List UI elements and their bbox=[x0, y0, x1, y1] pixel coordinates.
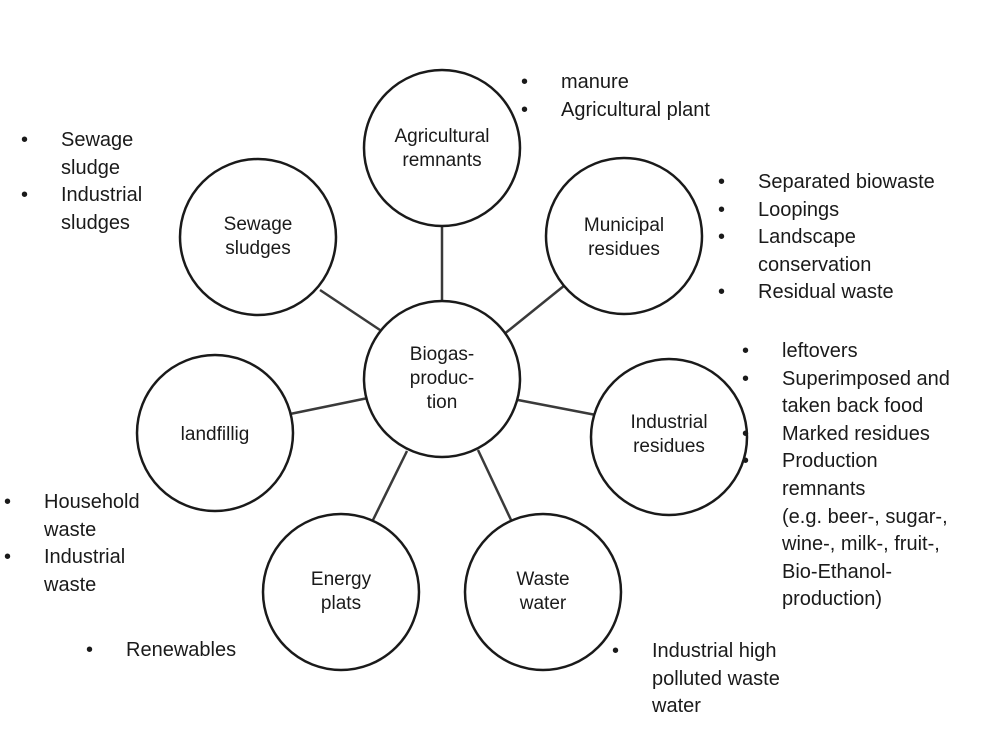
list-item-text: taken back food bbox=[782, 395, 924, 418]
list-item-text: Loopings bbox=[758, 198, 840, 221]
list-item-text: polluted waste bbox=[652, 667, 780, 690]
list-landfill: Household waste Industrial waste bbox=[4, 489, 140, 599]
list-wastewater: Industrial high polluted waste water bbox=[612, 638, 780, 721]
node-energy-line: plats bbox=[320, 593, 362, 614]
list-item-text: Industrial bbox=[44, 546, 126, 569]
node-landfill-line: landfillig bbox=[180, 424, 250, 445]
list-item-text: Superimposed and bbox=[782, 367, 950, 390]
node-agricultural-label: Agricultural remnants bbox=[394, 125, 489, 173]
list-item: Residual waste bbox=[718, 279, 935, 307]
list-item-text: Industrial high bbox=[652, 640, 777, 662]
node-energy-circle bbox=[261, 512, 421, 672]
list-item-text: Production bbox=[782, 450, 878, 473]
node-center-line: produc- bbox=[409, 368, 475, 389]
node-center-line: tion bbox=[426, 392, 458, 413]
node-landfill-circle bbox=[135, 353, 295, 513]
connector-sewage bbox=[319, 288, 381, 332]
list-item: Industrial waste bbox=[4, 544, 140, 599]
list-agricultural: manure Agricultural plant bbox=[521, 69, 710, 124]
node-energy-label: Energy plats bbox=[311, 568, 371, 616]
node-sewage-line: Sewage bbox=[223, 214, 293, 235]
list-item-text: Sewage bbox=[61, 129, 134, 151]
list-item-text: (e.g. beer-, sugar-, bbox=[782, 505, 948, 528]
node-sewage-label: Sewage sludges bbox=[224, 213, 293, 261]
node-industrial-line: residues bbox=[633, 436, 705, 457]
connector-energy bbox=[370, 450, 409, 523]
connector-wastewater bbox=[476, 449, 514, 523]
list-item: Superimposed and taken back food bbox=[742, 366, 950, 421]
node-center-circle bbox=[362, 299, 522, 459]
node-wastewater-line: water bbox=[519, 593, 567, 614]
list-item: leftovers bbox=[742, 338, 950, 366]
list-item-text: waste bbox=[44, 573, 97, 596]
list-item-text: production) bbox=[782, 588, 883, 611]
node-municipal-line: residues bbox=[588, 239, 660, 260]
list-item-text: Agricultural plant bbox=[561, 98, 710, 121]
list-energy: Renewables bbox=[86, 637, 236, 665]
list-item: Renewables bbox=[86, 637, 236, 665]
list-item-text: Renewables bbox=[126, 639, 237, 661]
list-item: Marked residues bbox=[742, 421, 950, 449]
connector-landfill bbox=[289, 396, 369, 416]
node-agricultural-circle bbox=[362, 68, 522, 228]
list-item: Sewage sludge bbox=[21, 127, 142, 182]
list-industrial: leftovers Superimposed and taken back fo… bbox=[742, 338, 950, 614]
node-industrial-line: Industrial bbox=[630, 412, 708, 433]
node-sewage-circle bbox=[178, 157, 338, 317]
node-agricultural-line: Agricultural bbox=[394, 126, 490, 147]
node-landfill-label: landfillig bbox=[181, 423, 250, 447]
list-sewage: Sewage sludge Industrial sludges bbox=[21, 127, 142, 237]
node-wastewater-line: Waste bbox=[516, 569, 570, 590]
list-item-text: Household bbox=[44, 491, 140, 513]
list-item-text: waste bbox=[44, 518, 97, 541]
node-wastewater-label: Waste water bbox=[516, 568, 569, 616]
list-item: Separated biowaste bbox=[718, 169, 935, 197]
list-municipal: Separated biowaste Loopings Landscape co… bbox=[718, 169, 935, 307]
list-item-text: manure bbox=[561, 71, 629, 93]
connector-municipal bbox=[502, 284, 566, 336]
list-item-text: Bio-Ethanol- bbox=[782, 560, 893, 583]
node-municipal-circle bbox=[544, 156, 704, 316]
list-item-text: Separated biowaste bbox=[758, 171, 935, 193]
node-agricultural-line: remnants bbox=[402, 150, 482, 171]
list-item-text: wine-, milk-, fruit-, bbox=[782, 533, 940, 556]
list-item-text: Industrial bbox=[61, 184, 143, 207]
list-item: Production remnants (e.g. beer-, sugar-,… bbox=[742, 448, 950, 614]
node-center-label: Biogas- produc- tion bbox=[410, 343, 474, 415]
list-item: Industrial sludges bbox=[21, 182, 142, 237]
list-item: Landscape conservation bbox=[718, 224, 935, 279]
list-item: Industrial high polluted waste water bbox=[612, 638, 780, 721]
node-center-line: Biogas- bbox=[409, 344, 475, 365]
connector-industrial bbox=[517, 398, 597, 417]
node-municipal-line: Municipal bbox=[583, 215, 665, 236]
list-item-text: sludges bbox=[61, 211, 130, 234]
list-item-text: Residual waste bbox=[758, 281, 894, 304]
list-item-text: water bbox=[652, 695, 701, 718]
list-item: Agricultural plant bbox=[521, 97, 710, 125]
node-industrial-label: Industrial residues bbox=[630, 411, 707, 459]
list-item-text: leftovers bbox=[782, 340, 858, 362]
node-energy-line: Energy bbox=[310, 569, 372, 590]
list-item: Loopings bbox=[718, 197, 935, 225]
list-item: manure bbox=[521, 69, 710, 97]
node-wastewater-circle bbox=[463, 512, 623, 672]
list-item-text: Landscape bbox=[758, 226, 856, 249]
node-sewage-line: sludges bbox=[225, 238, 291, 259]
list-item-text: sludge bbox=[61, 156, 120, 179]
node-municipal-label: Municipal residues bbox=[584, 214, 664, 262]
list-item-text: remnants bbox=[782, 477, 866, 500]
list-item-text: Marked residues bbox=[782, 422, 930, 445]
list-item: Household waste bbox=[4, 489, 140, 544]
list-item-text: conservation bbox=[758, 253, 872, 276]
